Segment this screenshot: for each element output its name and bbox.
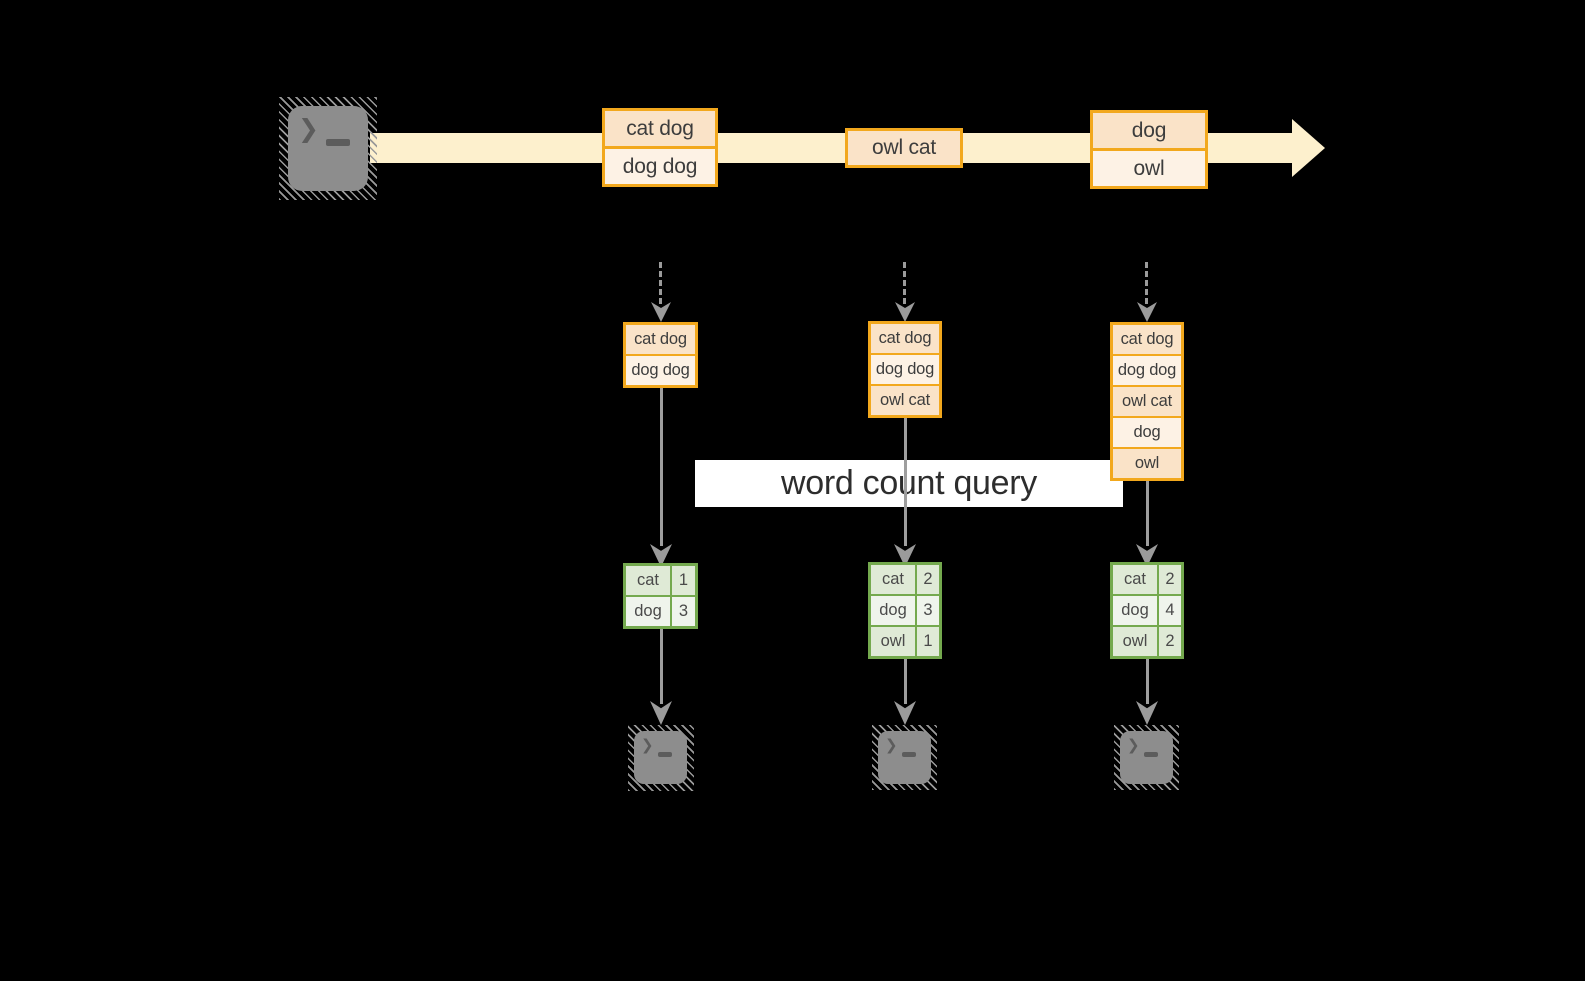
ingest-arrow-line-2 [903,262,906,304]
batch-cell: dog [1093,113,1205,148]
stack-cell: dog dog [1113,356,1181,385]
worker-stack-1: cat dog dog dog [623,322,698,388]
worker-stack-2: cat dog dog dog owl cat [868,321,942,418]
stream-batch-3: dog owl [1090,110,1208,189]
stream-batch-2: owl cat [845,128,963,168]
stack-cell: dog dog [871,355,939,384]
terminal-cursor-icon [902,752,916,757]
count-word-cell: dog [626,597,670,626]
count-word-cell: owl [1113,627,1157,656]
count-table-3: cat 2 dog 4 owl 2 [1110,562,1184,659]
ingest-arrow-line-3 [1145,262,1148,304]
query-banner-label: word count query [780,464,1037,502]
sink-terminal-icon: ❯ [628,725,694,791]
sink-arrow-line-1 [659,629,663,704]
count-value-cell: 1 [672,566,695,595]
terminal-screen: ❯ [288,106,368,191]
sink-arrow-line-2 [903,659,907,704]
terminal-cursor-icon [1144,752,1158,757]
stack-cell: cat dog [871,324,939,353]
terminal-screen: ❯ [634,731,687,784]
terminal-prompt-icon: ❯ [1127,736,1140,754]
count-word-cell: dog [871,596,915,625]
query-arrow-line-3 [1145,481,1149,546]
stack-cell: owl [1113,449,1181,478]
batch-cell: owl cat [848,131,960,165]
count-value-cell: 4 [1159,596,1181,625]
count-word-cell: dog [1113,596,1157,625]
stack-cell: owl cat [1113,387,1181,416]
count-value-cell: 3 [917,596,939,625]
terminal-prompt-icon: ❯ [298,114,319,143]
query-arrow-line-1 [659,388,663,546]
ingest-arrowhead-icon [895,302,915,322]
batch-cell: cat dog [605,111,715,146]
query-banner: word count query [695,460,1123,507]
count-value-cell: 2 [917,565,939,594]
terminal-screen: ❯ [1120,731,1173,784]
query-arrow-line-2 [903,418,907,546]
sink-arrowhead-icon [650,701,672,725]
ingest-arrow-line-1 [659,262,662,304]
sink-terminal-icon: ❯ [1114,725,1179,790]
count-word-cell: owl [871,627,915,656]
sink-arrow-line-3 [1145,659,1149,704]
count-word-cell: cat [626,566,670,595]
count-table-2: cat 2 dog 3 owl 1 [868,562,942,659]
terminal-screen: ❯ [878,731,931,784]
terminal-cursor-icon [326,139,350,146]
terminal-prompt-icon: ❯ [885,736,898,754]
stream-arrowhead-icon [1292,119,1325,177]
stack-cell: cat dog [626,325,695,354]
stack-cell: owl cat [871,386,939,415]
terminal-cursor-icon [658,752,672,757]
count-table-1: cat 1 dog 3 [623,563,698,629]
batch-cell: owl [1093,151,1205,186]
stack-cell: cat dog [1113,325,1181,354]
ingest-arrowhead-icon [1137,302,1157,322]
count-word-cell: cat [871,565,915,594]
batch-cell: dog dog [605,149,715,184]
source-terminal-icon: ❯ [279,97,377,200]
count-value-cell: 2 [1159,627,1181,656]
count-value-cell: 3 [672,597,695,626]
worker-stack-3: cat dog dog dog owl cat dog owl [1110,322,1184,481]
stream-batch-1: cat dog dog dog [602,108,718,187]
sink-arrowhead-icon [894,701,916,725]
stack-cell: dog [1113,418,1181,447]
sink-terminal-icon: ❯ [872,725,937,790]
ingest-arrowhead-icon [651,302,671,322]
sink-arrowhead-icon [1136,701,1158,725]
count-value-cell: 1 [917,627,939,656]
stack-cell: dog dog [626,356,695,385]
terminal-prompt-icon: ❯ [641,736,654,754]
count-word-cell: cat [1113,565,1157,594]
count-value-cell: 2 [1159,565,1181,594]
